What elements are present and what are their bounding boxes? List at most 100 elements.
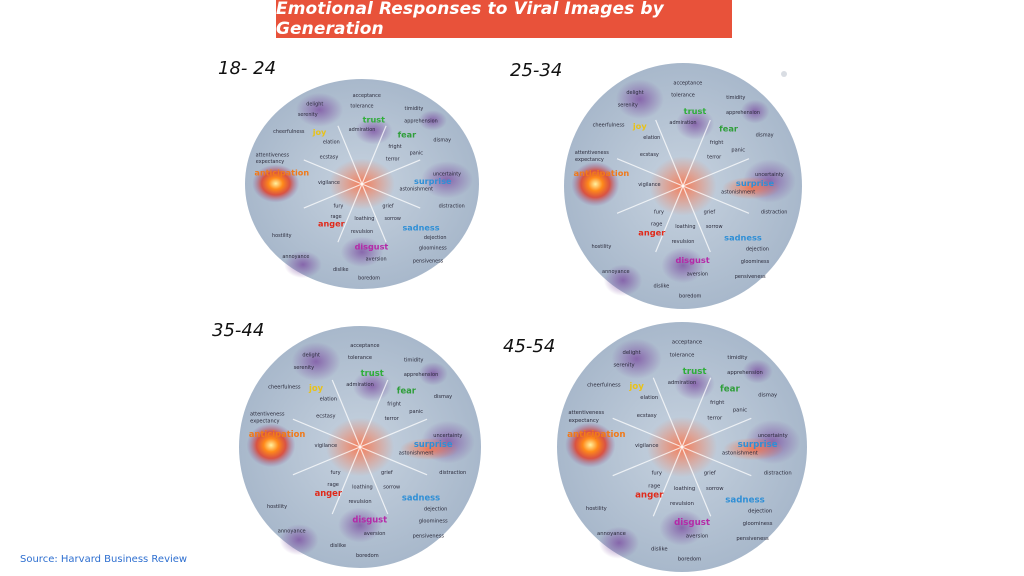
emotion-word-acceptance: acceptance bbox=[353, 93, 381, 99]
emotion-word-fright: fright bbox=[710, 140, 724, 146]
wheel-spoke bbox=[682, 158, 750, 187]
wheel-spoke bbox=[682, 185, 750, 214]
emotion-word-admiration: admiration bbox=[669, 120, 696, 126]
primary-emotion-disgust: disgust bbox=[355, 242, 389, 252]
emotion-word-dismay: dismay bbox=[756, 132, 774, 138]
primary-emotion-joy: joy bbox=[628, 382, 644, 392]
wheel-spoke bbox=[681, 377, 712, 448]
emotion-word-annoyance: annoyance bbox=[282, 254, 309, 260]
emotion-word-dejection: dejection bbox=[748, 509, 772, 515]
wheel-spoke bbox=[612, 417, 683, 448]
primary-emotion-sadness: sadness bbox=[724, 233, 762, 243]
panel-label-45-54: 45-54 bbox=[503, 336, 556, 357]
emotion-word-rage: rage bbox=[327, 482, 339, 488]
emotion-word-dismay: dismay bbox=[434, 394, 452, 400]
emotion-word-gloominess: gloominess bbox=[743, 521, 773, 527]
emotion-word-aversion: aversion bbox=[686, 534, 708, 540]
emotion-word-rage: rage bbox=[330, 214, 341, 220]
emotion-word-attentiveness: attentiveness bbox=[256, 152, 290, 158]
primary-emotion-fear: fear bbox=[397, 385, 417, 395]
emotion-word-ecstasy: ecstasy bbox=[640, 152, 659, 158]
emotion-word-panic: panic bbox=[731, 147, 745, 153]
primary-emotion-disgust: disgust bbox=[675, 255, 709, 265]
emotion-word-boredom: boredom bbox=[356, 553, 379, 559]
emotion-word-pensiveness: pensiveness bbox=[413, 533, 445, 539]
panel-label-18-24: 18- 24 bbox=[218, 58, 277, 79]
emotion-word-serenity: serenity bbox=[294, 365, 315, 371]
heat-spot-surprise bbox=[723, 437, 784, 461]
emotion-word-timidity: timidity bbox=[405, 106, 424, 112]
panel-label-35-44: 35-44 bbox=[212, 320, 265, 341]
emotion-word-delight: delight bbox=[306, 102, 323, 108]
chart-title: Emotional Responses to Viral Images by G… bbox=[276, 0, 664, 39]
emotion-word-terror: terror bbox=[385, 416, 400, 422]
emotion-word-uncertainty: uncertainty bbox=[755, 172, 784, 178]
emotion-word-elation: elation bbox=[640, 395, 658, 401]
wheel-spoke bbox=[303, 159, 363, 185]
emotion-word-elation: elation bbox=[323, 140, 340, 146]
emotion-word-hostility: hostility bbox=[586, 506, 607, 512]
wheel-spoke bbox=[616, 185, 684, 214]
emotion-word-aversion: aversion bbox=[364, 531, 386, 537]
emotion-word-dislike: dislike bbox=[651, 546, 668, 552]
wheel-spoke bbox=[337, 183, 363, 243]
emotion-word-apprehension: apprehension bbox=[727, 370, 763, 376]
wheel-spoke bbox=[292, 418, 361, 448]
emotion-word-tolerance: tolerance bbox=[671, 93, 695, 99]
emotion-word-tolerance: tolerance bbox=[348, 355, 372, 361]
emotion-word-ecstasy: ecstasy bbox=[316, 414, 335, 420]
emotion-word-apprehension: apprehension bbox=[726, 110, 760, 116]
wheel-spoke bbox=[655, 185, 684, 253]
emotion-word-annoyance: annoyance bbox=[597, 531, 626, 537]
emotion-word-terror: terror bbox=[707, 155, 722, 161]
emotion-word-distraction: distraction bbox=[439, 203, 465, 209]
emotion-word-terror: terror bbox=[386, 157, 401, 163]
wheel-spoke bbox=[292, 446, 361, 476]
emotion-word-boredom: boredom bbox=[679, 294, 701, 300]
emotion-word-expectancy: expectancy bbox=[250, 419, 279, 425]
emotion-word-delight: delight bbox=[302, 353, 320, 359]
emotion-word-revulsion: revulsion bbox=[348, 499, 371, 505]
emotion-word-loathing: loathing bbox=[352, 484, 373, 490]
emotion-word-gloominess: gloominess bbox=[419, 246, 447, 252]
primary-emotion-joy: joy bbox=[632, 121, 647, 131]
primary-emotion-surprise: surprise bbox=[414, 176, 452, 186]
heat-spot-surprise bbox=[722, 176, 780, 200]
emotion-word-uncertainty: uncertainty bbox=[433, 433, 462, 439]
emotion-word-boredom: boredom bbox=[358, 275, 380, 281]
wheel-spoke bbox=[331, 446, 361, 515]
wheel-spoke bbox=[681, 446, 752, 477]
emotion-word-uncertainty: uncertainty bbox=[433, 172, 461, 178]
emotion-word-timidity: timidity bbox=[404, 358, 423, 364]
emotion-word-astonishment: astonishment bbox=[400, 186, 434, 192]
emotion-word-dismay: dismay bbox=[433, 138, 451, 144]
primary-emotion-trust: trust bbox=[361, 368, 384, 378]
emotion-word-boredom: boredom bbox=[678, 556, 701, 562]
emotion-word-revulsion: revulsion bbox=[351, 229, 373, 235]
emotion-word-acceptance: acceptance bbox=[673, 80, 702, 86]
emotion-word-grief: grief bbox=[704, 471, 716, 477]
primary-emotion-surprise: surprise bbox=[738, 440, 778, 450]
emotion-wheel-35-44: delightserenitycheerfulnessacceptancetol… bbox=[239, 326, 481, 568]
emotion-word-cheerfulness: cheerfulness bbox=[593, 122, 625, 128]
primary-emotion-trust: trust bbox=[684, 106, 707, 116]
emotion-word-fury: fury bbox=[652, 471, 662, 477]
heat-spot-anticipation bbox=[246, 423, 296, 468]
emotion-word-fright: fright bbox=[387, 402, 401, 408]
emotion-word-vigilance: vigilance bbox=[638, 182, 660, 188]
emotion-word-vigilance: vigilance bbox=[318, 180, 340, 186]
emotion-word-loathing: loathing bbox=[675, 224, 695, 230]
emotion-word-aversion: aversion bbox=[366, 256, 387, 262]
primary-emotion-fear: fear bbox=[720, 385, 740, 395]
wheel-spoke bbox=[359, 379, 389, 448]
emotion-word-annoyance: annoyance bbox=[602, 269, 629, 275]
heat-spot-surprise bbox=[399, 438, 459, 460]
primary-emotion-joy: joy bbox=[312, 127, 327, 137]
primary-emotion-joy: joy bbox=[308, 383, 324, 393]
emotion-word-tolerance: tolerance bbox=[350, 104, 373, 110]
heat-spot-anticipation bbox=[252, 164, 300, 203]
emotion-wheel-18-24: delightserenitycheerfulnessacceptancetol… bbox=[245, 79, 479, 289]
primary-emotion-trust: trust bbox=[683, 367, 707, 377]
emotion-word-panic: panic bbox=[410, 150, 424, 156]
emotion-word-admiration: admiration bbox=[349, 127, 376, 133]
